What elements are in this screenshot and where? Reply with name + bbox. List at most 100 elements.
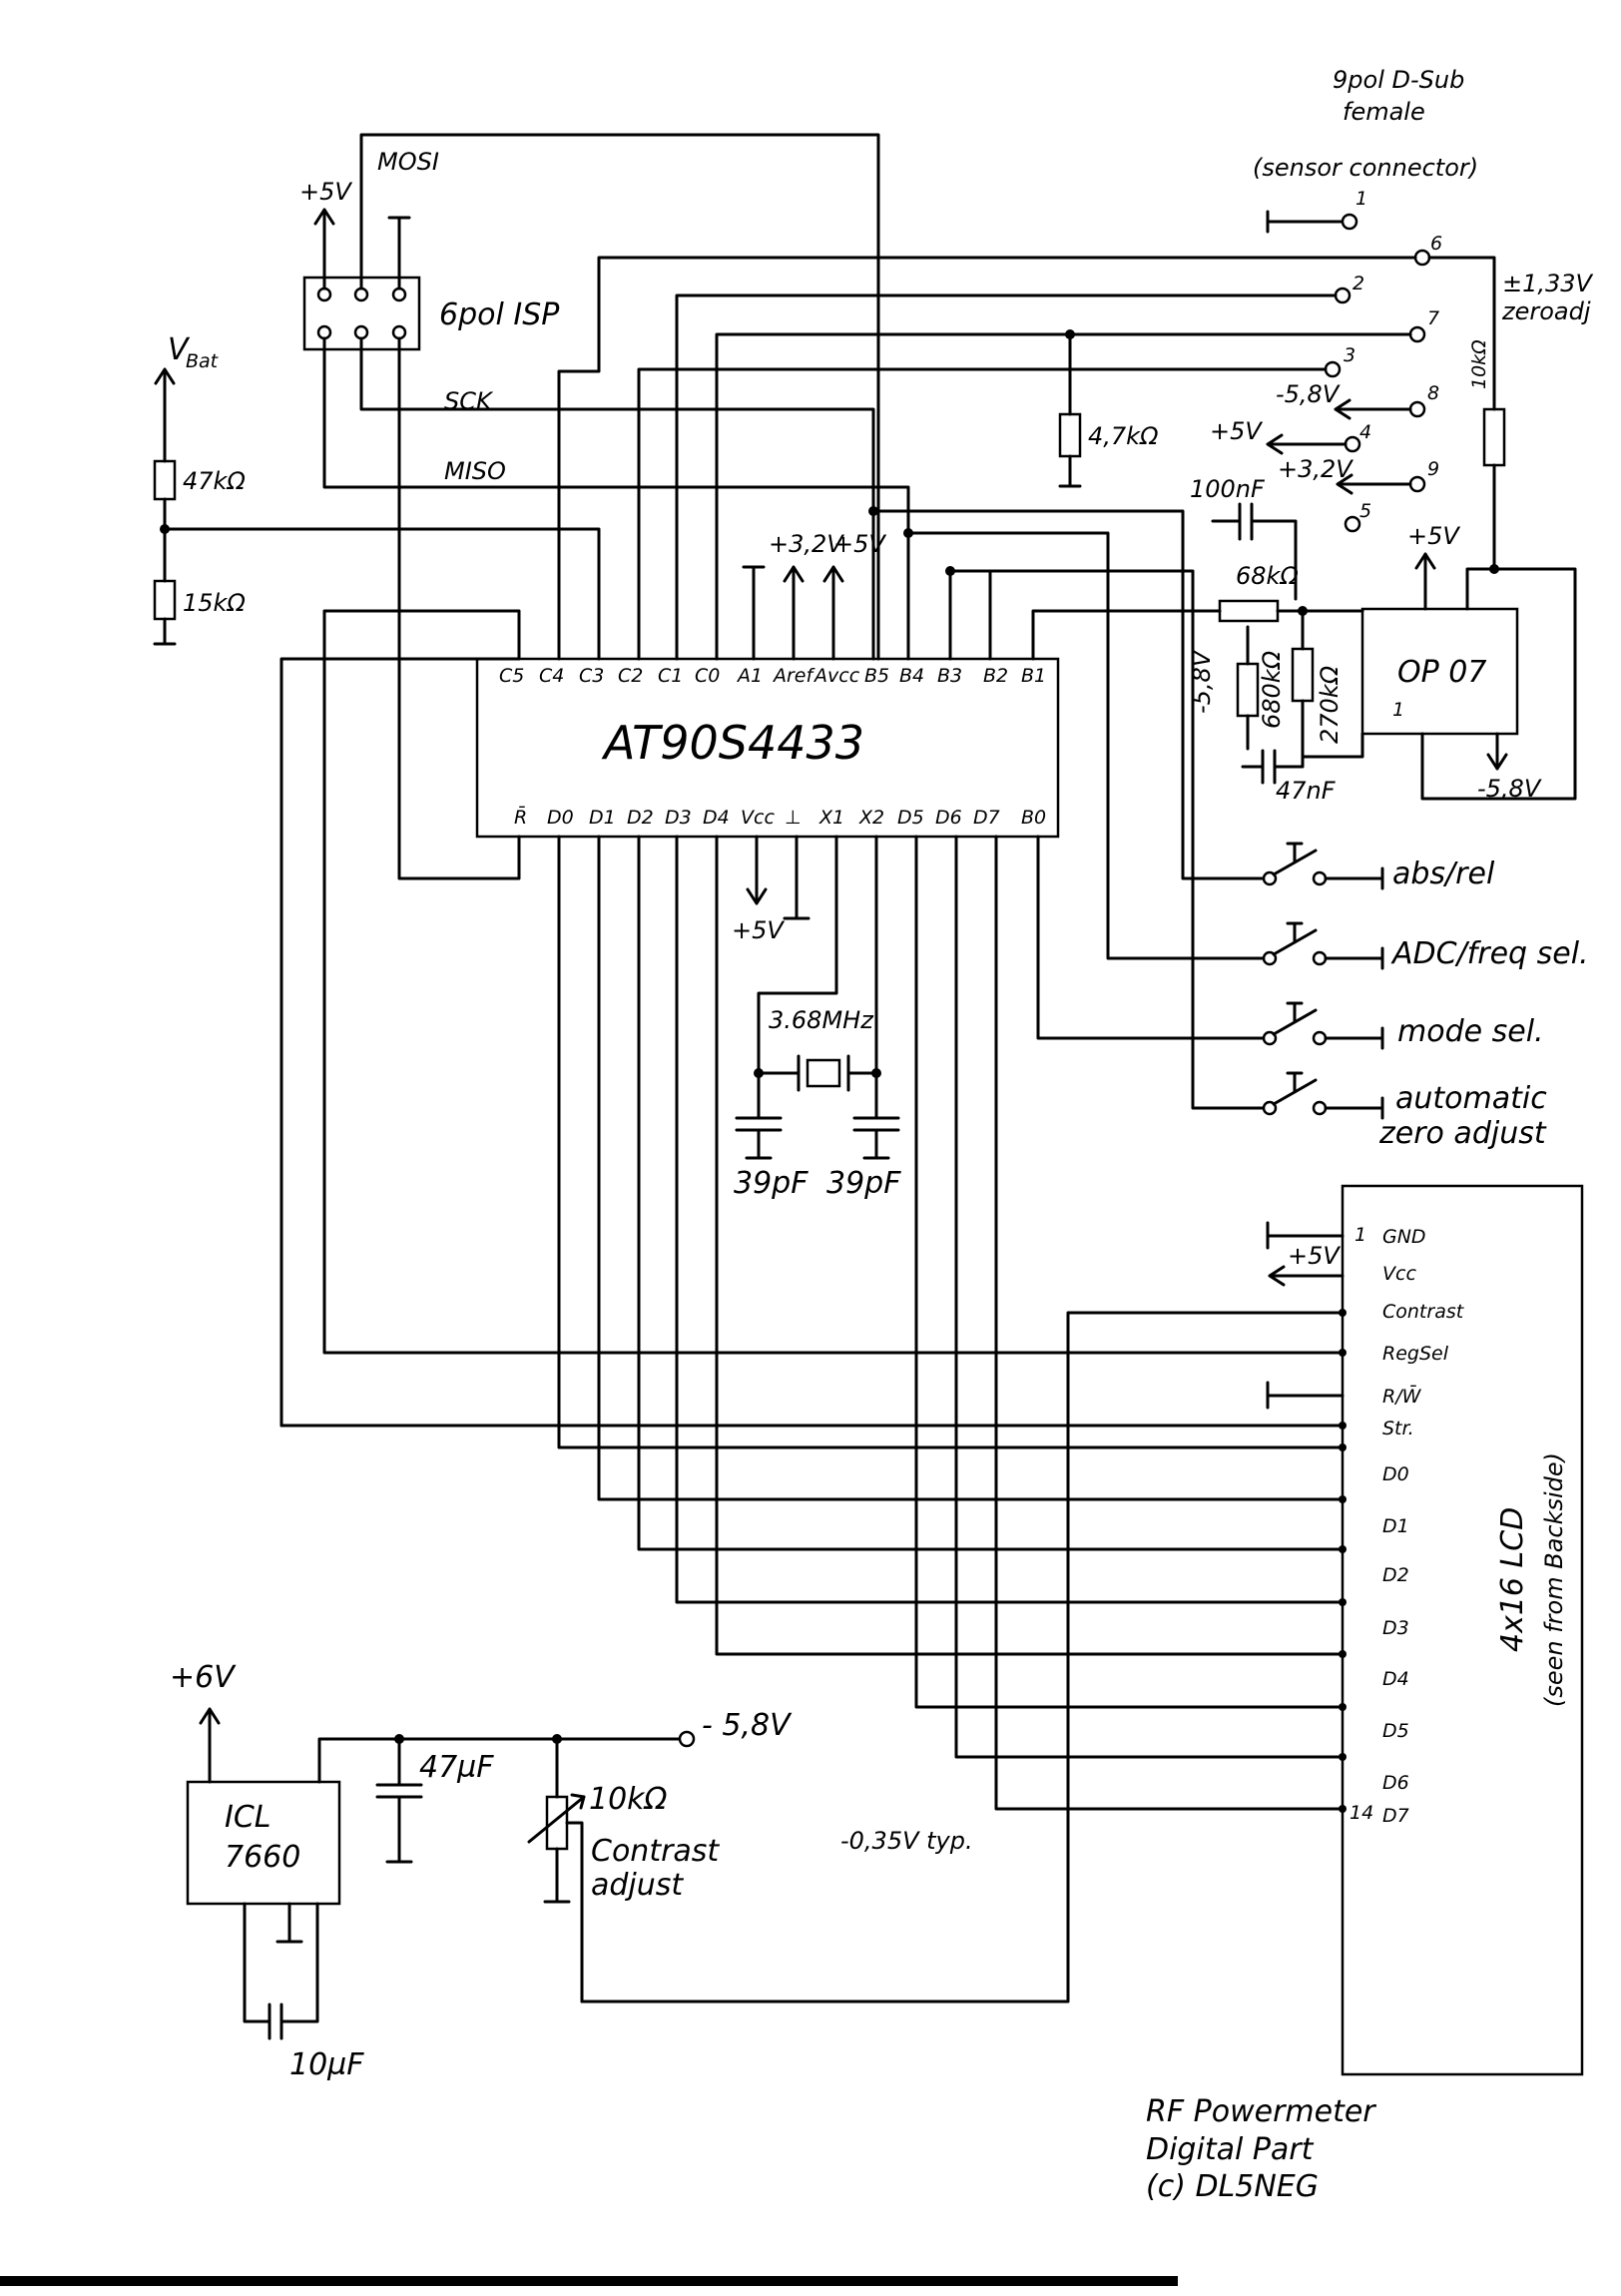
lcd-body <box>1341 1184 1584 2076</box>
power-supply: +6V ICL 7660 - 5,8V 47µF 10kΩ Contrast a… <box>170 1660 973 2082</box>
op07-body <box>1360 607 1519 736</box>
footer-line3: (c) DL5NEG <box>1146 2169 1319 2204</box>
icl-name: ICL <box>225 1800 271 1835</box>
svg-text:D1: D1 <box>589 807 616 829</box>
mcu: AT90S4433 C5 C4 C3 C2 C1 C0 A1 Aref Avcc… <box>322 256 1417 1811</box>
svg-text:D5: D5 <box>897 807 924 829</box>
svg-text:D0: D0 <box>1382 1463 1409 1485</box>
svg-text:RegSel: RegSel <box>1382 1343 1449 1365</box>
svg-text:D6: D6 <box>935 807 962 829</box>
svg-text:Vcc: Vcc <box>1382 1263 1416 1285</box>
connector-title: 9pol D-Sub <box>1333 66 1464 94</box>
dsub-pin-5 <box>1344 515 1361 533</box>
svg-text:X2: X2 <box>858 807 884 829</box>
svg-text:D6: D6 <box>1382 1772 1409 1794</box>
op07-plus5v: +5V <box>1407 522 1460 550</box>
svg-text:5: 5 <box>1359 500 1371 522</box>
svg-text:D4: D4 <box>703 807 730 829</box>
svg-text:9: 9 <box>1427 458 1439 480</box>
lcd-pin14: 14 <box>1350 1802 1373 1824</box>
dsub-pin-6 <box>1413 249 1431 267</box>
op07-c47n: 47nF <box>1276 777 1337 805</box>
power-pot-label: Contrast <box>591 1834 720 1869</box>
footer: RF Powermeter Digital Part (c) DL5NEG <box>1146 2094 1376 2204</box>
isp-mosi-label: MOSI <box>377 148 439 176</box>
isp-sck-label: SCK <box>444 387 494 415</box>
crystal-c1: 39pF <box>734 1166 809 1201</box>
switch-auto-zero: automatic zero adjust <box>1262 1071 1547 1151</box>
mcu-avcc-v: +5V <box>833 530 886 558</box>
icl-name2: 7660 <box>225 1840 300 1875</box>
svg-text:Contrast: Contrast <box>1382 1301 1465 1323</box>
op07-m58-label: -5,8V <box>1188 649 1216 714</box>
connector-caption: (sensor connector) <box>1253 154 1478 182</box>
switch-abs-rel-label: abs/rel <box>1392 857 1495 891</box>
switch-abs-rel: abs/rel <box>1262 842 1495 891</box>
svg-text:D1: D1 <box>1382 1515 1409 1537</box>
svg-text:D2: D2 <box>627 807 654 829</box>
mcu-name: AT90S4433 <box>601 716 864 770</box>
r47k-label: 47kΩ <box>183 467 246 495</box>
svg-text:7: 7 <box>1427 307 1439 329</box>
op07-c100n: 100nF <box>1190 475 1266 503</box>
svg-text:B0: B0 <box>1021 807 1046 829</box>
opamp-section: OP 07 1 +5V -5,8V 100nF 68kΩ 270kΩ 680kΩ… <box>1188 475 1577 805</box>
dsub-pin-7 <box>1408 325 1426 343</box>
op07-minus58: -5,8V <box>1477 775 1542 803</box>
svg-text:D3: D3 <box>665 807 692 829</box>
crystal-freq: 3.68MHz <box>769 1006 874 1034</box>
sensor-plus32: +3,2V <box>1278 455 1353 483</box>
op07-r680k: 680kΩ <box>1258 650 1286 729</box>
svg-text:8: 8 <box>1427 382 1439 404</box>
r15k-label: 15kΩ <box>183 589 246 617</box>
svg-text:D3: D3 <box>1382 1617 1409 1639</box>
dsub-pin-8 <box>1408 400 1426 418</box>
svg-text:C1: C1 <box>658 665 683 687</box>
op07-name: OP 07 <box>1397 655 1486 690</box>
mcu-body <box>475 657 1060 839</box>
power-pot-label2: adjust <box>591 1868 684 1903</box>
vbat-sub-label: Bat <box>186 350 220 372</box>
svg-text:A1: A1 <box>736 665 763 687</box>
svg-text:4: 4 <box>1359 421 1371 443</box>
svg-text:D7: D7 <box>973 807 1000 829</box>
op07-r270k: 270kΩ <box>1316 665 1344 744</box>
svg-text:X1: X1 <box>818 807 844 829</box>
svg-text:B3: B3 <box>937 665 962 687</box>
svg-text:6: 6 <box>1430 233 1442 255</box>
svg-text:Avcc: Avcc <box>812 665 860 687</box>
connector-subtitle: female <box>1343 98 1425 126</box>
svg-text:Str.: Str. <box>1382 1418 1414 1439</box>
svg-text:B4: B4 <box>899 665 924 687</box>
switch-adc-freq: ADC/freq sel. <box>1262 921 1589 971</box>
svg-text:R/W̄: R/W̄ <box>1382 1384 1422 1408</box>
svg-text:C2: C2 <box>618 665 643 687</box>
crystal-oscillator: 3.68MHz 39pF 39pF <box>734 835 901 1201</box>
svg-text:B5: B5 <box>864 665 889 687</box>
svg-text:C4: C4 <box>539 665 564 687</box>
svg-text:2: 2 <box>1352 273 1364 294</box>
op07-pin1: 1 <box>1392 699 1404 721</box>
lcd-pin1: 1 <box>1354 1224 1366 1246</box>
isp-label: 6pol ISP <box>439 297 560 332</box>
svg-text:D5: D5 <box>1382 1720 1409 1742</box>
sensor-minus58: -5,8V <box>1276 380 1341 408</box>
svg-text:R̄: R̄ <box>514 805 527 829</box>
svg-text:Vcc: Vcc <box>741 807 775 829</box>
power-contrast-v: -0,35V typ. <box>840 1827 973 1855</box>
isp-miso-label: MISO <box>444 457 506 485</box>
power-plus6v: +6V <box>170 1660 237 1695</box>
op07-r68k: 68kΩ <box>1236 562 1299 590</box>
mcu-aref-v: +3,2V <box>769 530 844 558</box>
dsub-pin-9 <box>1408 475 1426 493</box>
power-c47u: 47µF <box>419 1750 494 1785</box>
r4k7-label: 4,7kΩ <box>1088 422 1159 450</box>
svg-text:C3: C3 <box>579 665 604 687</box>
svg-text:⊥: ⊥ <box>785 807 802 829</box>
svg-text:C5: C5 <box>499 665 524 687</box>
isp-plus5v-label: +5V <box>299 178 352 206</box>
svg-text:GND: GND <box>1382 1226 1426 1248</box>
switch-auto-zero-label2: zero adjust <box>1378 1116 1547 1151</box>
svg-text:3: 3 <box>1344 344 1355 366</box>
isp-header: 6pol ISP MOSI +5V SCK MISO <box>299 133 910 880</box>
